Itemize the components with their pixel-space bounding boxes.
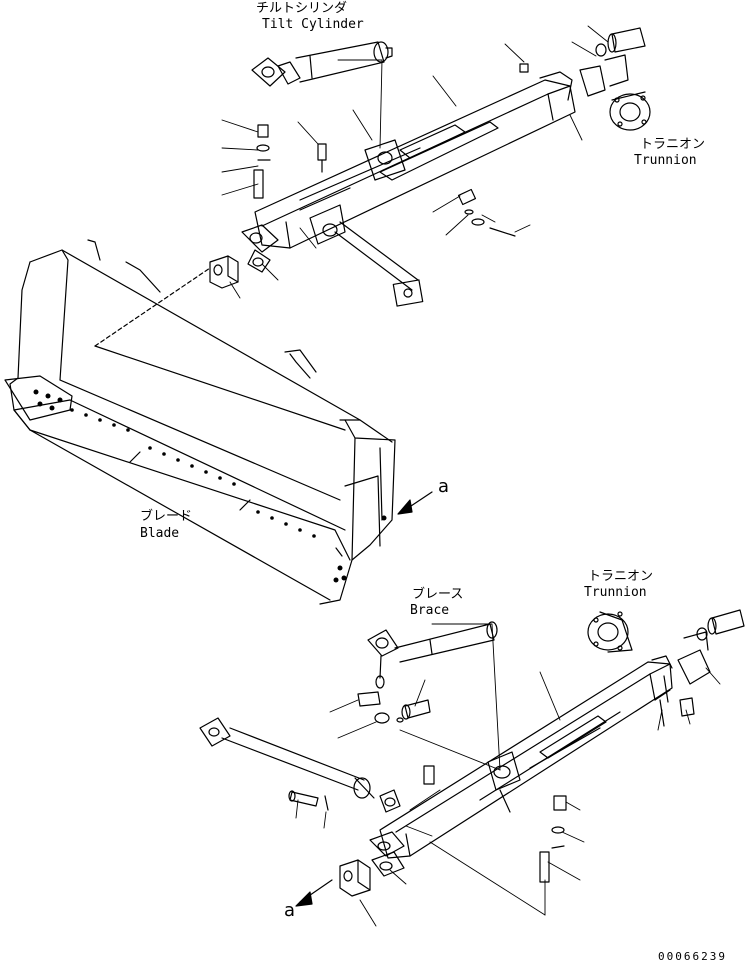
upper-trunnion (579, 54, 651, 131)
blade-label-en: Blade (140, 526, 180, 541)
brace-label-jp: ブレース (412, 587, 464, 602)
lower-brace (367, 621, 498, 689)
drawing-number: 00066239 (658, 950, 727, 963)
brace-label-en: Brace (410, 603, 450, 618)
upper-leader-lines (221, 25, 609, 299)
upper-frame (241, 71, 576, 273)
tilt-cylinder-label-jp: チルトシリンダ (256, 1, 348, 16)
lower-frame (369, 655, 673, 877)
tilt-cylinder-label-en: Tilt Cylinder (262, 17, 364, 32)
blade-label-jp: ブレード (140, 509, 193, 524)
lower-bolts (288, 765, 435, 813)
upper-brace-rod (334, 221, 424, 307)
reference-a-bottom: a (284, 900, 296, 921)
tilt-cylinder (251, 41, 393, 87)
blade-bolt-holes (33, 389, 387, 583)
trunnion-bottom-label-en: Trunnion (584, 585, 647, 600)
lower-clevis-block (339, 859, 371, 897)
trunnion-top-label-en: Trunnion (634, 153, 697, 168)
arrow-a-bottom (295, 879, 333, 907)
blade (4, 239, 396, 605)
lower-left-fasteners (357, 691, 431, 724)
upper-fasteners (253, 27, 646, 237)
lower-right-small-parts (539, 795, 567, 883)
lower-brace-rod (199, 717, 375, 799)
reference-a-top: a (438, 476, 450, 497)
arrow-a-top (397, 491, 433, 515)
lower-trunnion (587, 611, 711, 717)
trunnion-bottom-label-jp: トラニオン (588, 569, 654, 584)
lower-leader-lines (295, 623, 721, 927)
trunnion-top-label-jp: トラニオン (640, 137, 706, 152)
upper-clevis-block (209, 255, 239, 289)
lower-right-bolt (696, 609, 745, 641)
